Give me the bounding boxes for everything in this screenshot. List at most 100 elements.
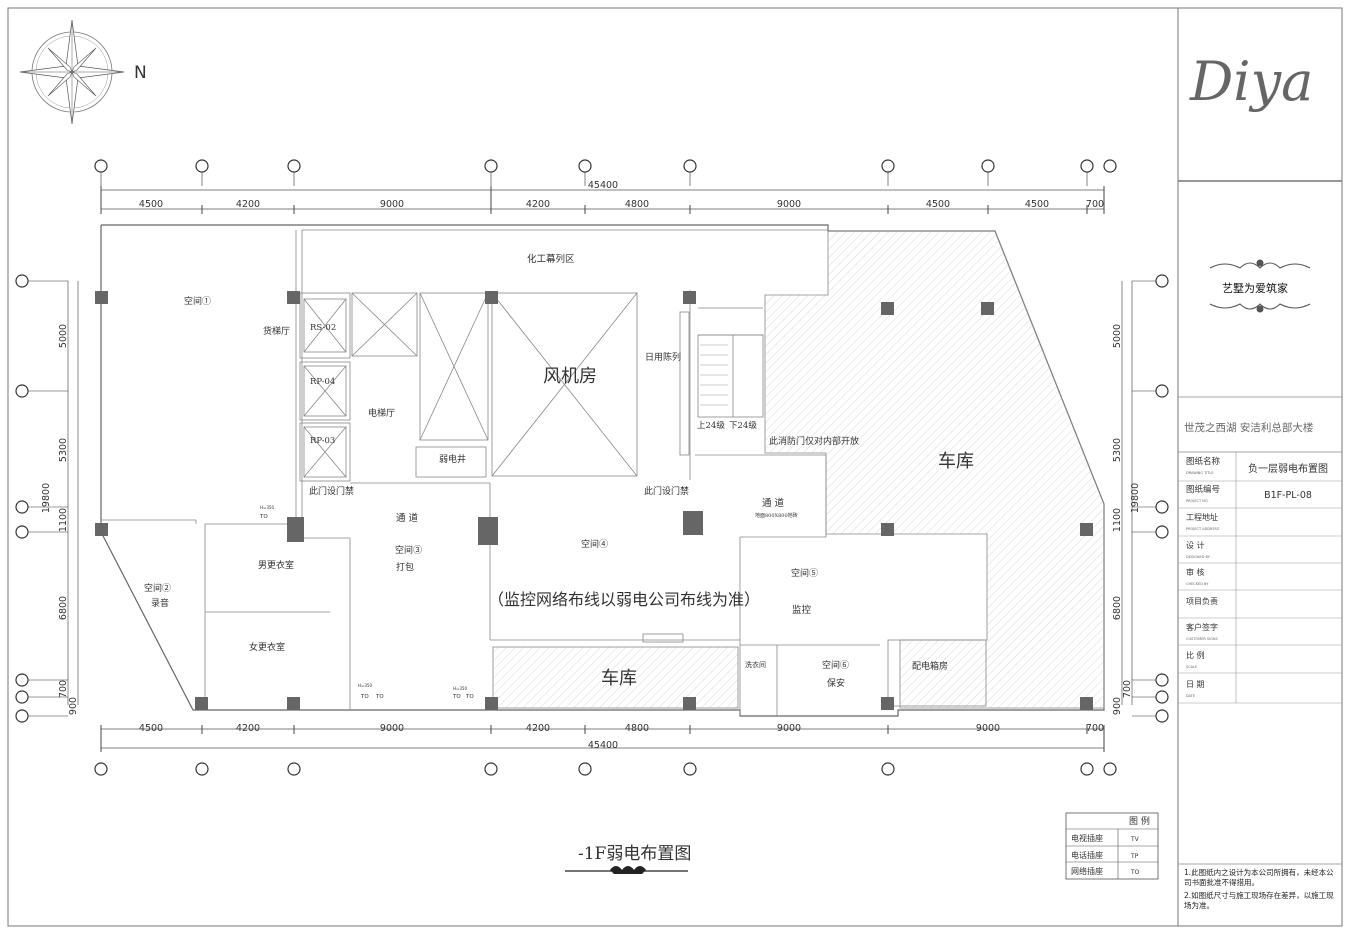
room-mens: 男更衣室 — [258, 559, 294, 571]
dim-left-seg: 6800 — [58, 596, 69, 620]
room-space4: 空间④ — [581, 538, 608, 550]
tb-sub-title: DRAWING TITLE — [1186, 471, 1214, 475]
outlet-symbols: H=350 TO H=350 TO TO H=350 TO TO — [259, 505, 474, 700]
room-space6-b: 保安 — [827, 677, 845, 689]
legend-sym: TV — [1130, 836, 1140, 843]
project-name: 世茂之西湖 安洁利总部大楼 — [1184, 421, 1314, 434]
dim-right-total: 19800 — [1130, 483, 1141, 513]
legend: 图 例 电视插座 TV 电话插座 TP 网络插座 TO — [1065, 812, 1159, 880]
dim-bottom-total: 45400 — [588, 740, 618, 751]
garage-hatch-small — [492, 646, 739, 709]
interior-walls — [101, 229, 987, 716]
north-label: N — [134, 63, 147, 83]
room-space5: 空间⑤ — [791, 567, 818, 579]
room-space3: 空间③ — [395, 544, 422, 556]
tb-note-1: 1.此图纸内之设计为本公司所拥有，未经本公司书面批准不得措用。 — [1184, 868, 1334, 887]
room-space1: 空间① — [184, 295, 211, 307]
dim-right-seg: 5300 — [1112, 438, 1123, 462]
grid-bubbles — [15, 159, 1169, 776]
dim-top-total: 45400 — [588, 180, 618, 191]
drawing-title-ornament — [610, 866, 646, 874]
tb-label-check: 审 核 — [1186, 567, 1205, 577]
room-aisle1: 通 道 — [396, 512, 419, 524]
dim-left-seg: 900 — [68, 697, 79, 715]
compass: N — [19, 19, 147, 125]
label-down24: 下24级 — [729, 420, 757, 431]
legend-sym: TO — [1130, 869, 1140, 876]
dim-bottom-seg: 9000 — [976, 723, 1000, 734]
room-rp03: RP-03 — [310, 436, 335, 446]
dim-bottom-seg: 4200 — [526, 723, 550, 734]
room-garage-main: 车库 — [938, 451, 974, 472]
room-womens: 女更衣室 — [249, 641, 285, 653]
dim-bottom-seg: 9000 — [777, 723, 801, 734]
room-garage-small: 车库 — [601, 668, 637, 689]
dim-left-seg: 700 — [58, 680, 69, 698]
dim-top-seg: 4500 — [1025, 199, 1049, 210]
dim-left-seg: 5300 — [58, 438, 69, 462]
legend-title: 图 例 — [1129, 815, 1150, 827]
h350-c: H=350 — [453, 686, 467, 691]
room-cleaning: 洗衣间 — [745, 660, 766, 669]
tb-note-2: 2.如图纸尺寸与施工现场存在差异，以施工现场为准。 — [1184, 891, 1334, 910]
tb-sub-address: PROJECT ADDRESS — [1186, 527, 1220, 531]
dim-bottom-seg: 700 — [1086, 723, 1104, 734]
legend-name: 电话插座 — [1071, 850, 1103, 860]
dim-right-seg: 6800 — [1112, 596, 1123, 620]
dim-left-total: 19800 — [41, 483, 52, 513]
tb-label-no: 图纸编号 — [1186, 484, 1220, 495]
room-fan: 风机房 — [543, 366, 597, 387]
dim-left-seg: 1100 — [58, 508, 69, 532]
outlet-to: TO — [375, 694, 384, 700]
tb-label-address: 工程地址 — [1186, 512, 1218, 522]
legend-sym: TP — [1130, 853, 1139, 860]
room-aisle2: 通 道 — [762, 497, 785, 509]
dim-right-seg: 1100 — [1112, 508, 1123, 532]
tb-sub-design: DESIGNED BY — [1186, 555, 1211, 559]
drawing-title: -1F弱电布置图 — [578, 844, 691, 864]
room-space2-b: 录音 — [151, 597, 169, 609]
tb-sub-scale: SCALE — [1186, 665, 1197, 669]
dim-top-seg: 9000 — [380, 199, 404, 210]
tb-label-design: 设 计 — [1186, 540, 1205, 550]
room-power: 配电箱房 — [912, 660, 948, 672]
tb-label-scale: 比 例 — [1186, 650, 1205, 660]
dim-bottom-seg: 4500 — [139, 723, 163, 734]
tb-sub-date: DATE — [1186, 694, 1195, 698]
structural-columns — [95, 291, 1093, 710]
title-block: Diya 艺墅为爱筑家 世茂之西湖 安洁利总部大楼 图纸名称 DRAWING T… — [1177, 8, 1342, 926]
dim-top-seg: 9000 — [777, 199, 801, 210]
dim-top-seg: 4800 — [625, 199, 649, 210]
room-daily: 日用陈列 — [645, 351, 681, 363]
outlet-to: TO — [360, 694, 369, 700]
room-freight: 货梯厅 — [263, 325, 290, 337]
sheet-border — [7, 7, 1343, 927]
tb-sub-client: CUSTOMER SIGNS — [1186, 637, 1218, 641]
h350-a: H=350 — [260, 505, 274, 510]
outlet-to: TO — [465, 694, 474, 700]
outlet-to: TO — [259, 514, 268, 520]
brand-logo: Diya — [1189, 50, 1313, 113]
tb-label-date: 日 期 — [1186, 680, 1205, 689]
dim-top-seg: 4500 — [926, 199, 950, 210]
tb-value-title: 负一层弱电布置图 — [1248, 462, 1328, 475]
brand-slogan: 艺墅为爱筑家 — [1222, 281, 1288, 295]
tb-value-no: B1F-PL-08 — [1264, 490, 1312, 501]
legend-name: 电视插座 — [1071, 833, 1103, 843]
room-chem: 化工幕列区 — [527, 253, 575, 265]
tb-label-title: 图纸名称 — [1186, 456, 1221, 467]
note-fire-door: 此消防门仅对内部开放 — [769, 435, 859, 447]
top-ticks — [100, 186, 1105, 752]
slogan-ornament — [1209, 259, 1311, 313]
room-space5-b: 监控 — [792, 604, 812, 616]
label-up24: 上24级 — [697, 420, 725, 431]
dim-top-seg: 700 — [1086, 199, 1104, 210]
dim-top-seg: 4200 — [236, 199, 260, 210]
tb-label-client: 客户签字 — [1186, 622, 1218, 632]
room-elevator-hall: 电梯厅 — [368, 407, 395, 419]
note-door-b: 此门设门禁 — [644, 485, 689, 497]
tb-label-lead: 项目负责 — [1186, 596, 1218, 606]
h350-b: H=350 — [358, 683, 372, 688]
room-space2: 空间② — [144, 582, 171, 594]
